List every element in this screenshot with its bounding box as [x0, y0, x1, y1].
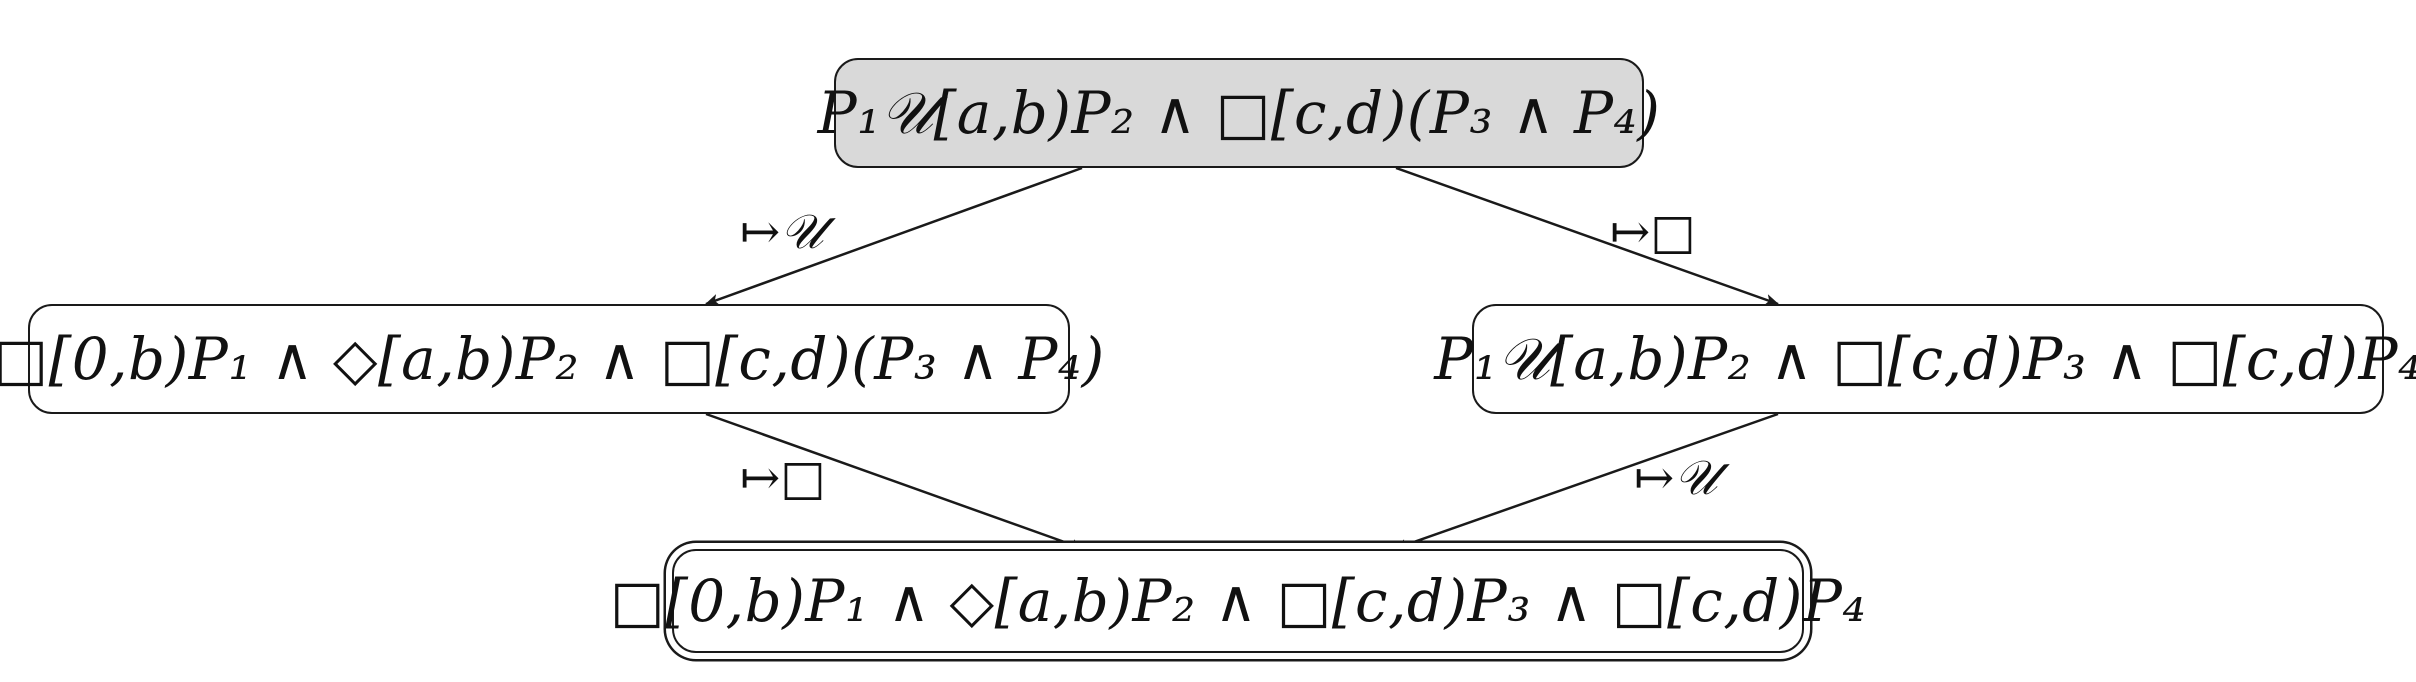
edge-label-root-to-right: ↦□: [1610, 204, 1696, 260]
edge-label-root-to-left: ↦𝒰: [740, 204, 824, 260]
node-right-formula: P₁𝒰[a,b)P₂ ∧ □[c,d)P₃ ∧ □[c,d)P₄: [1434, 325, 2416, 393]
node-root-formula: P₁𝒰[a,b)P₂ ∧ □[c,d)(P₃ ∧ P₄): [817, 79, 1661, 147]
node-final-formula: □[0,b)P₁ ∧ ◇[a,b)P₂ ∧ □[c,d)P₃ ∧ □[c,d)P…: [609, 567, 1867, 635]
edge-left-to-final: [705, 412, 1086, 551]
edge-right-to-final: [1392, 412, 1779, 551]
node-right: P₁𝒰[a,b)P₂ ∧ □[c,d)P₃ ∧ □[c,d)P₄: [1434, 304, 2416, 414]
edge-label-left-to-final: ↦□: [740, 450, 826, 506]
node-left: □[0,b)P₁ ∧ ◇[a,b)P₂ ∧ □[c,d)(P₃ ∧ P₄): [0, 304, 1104, 414]
edge-root-to-right: [1395, 166, 1780, 306]
edge-root-to-left: [704, 166, 1083, 306]
node-final: □[0,b)P₁ ∧ ◇[a,b)P₂ ∧ □[c,d)P₃ ∧ □[c,d)P…: [610, 549, 1866, 653]
node-left-formula: □[0,b)P₁ ∧ ◇[a,b)P₂ ∧ □[c,d)(P₃ ∧ P₄): [0, 325, 1105, 393]
edge-label-right-to-final: ↦𝒰: [1634, 450, 1718, 506]
node-root: P₁𝒰[a,b)P₂ ∧ □[c,d)(P₃ ∧ P₄): [818, 58, 1660, 168]
